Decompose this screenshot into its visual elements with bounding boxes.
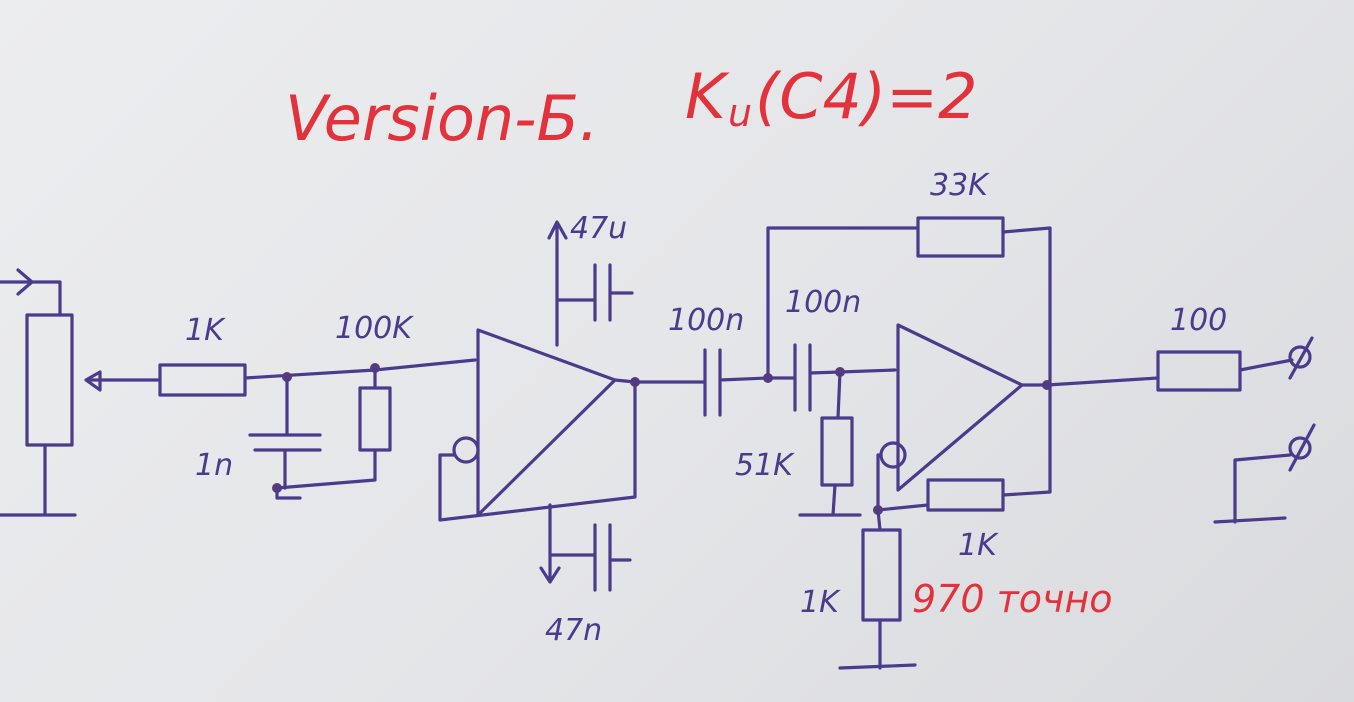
- opamp-2: [896, 323, 1024, 492]
- label-r-filter: 100K: [335, 311, 414, 346]
- resistor-input: [158, 363, 247, 397]
- resistor-filter: [358, 386, 392, 452]
- title: Version-Б. K u (C4)=2: [285, 60, 978, 155]
- resistor-feedback: [916, 216, 1005, 258]
- label-r-divider-top: 1K: [958, 528, 999, 563]
- title-gain-subscript: u: [728, 91, 752, 135]
- output-terminal: [1288, 345, 1312, 369]
- label-c-coupling1: 100n: [668, 303, 744, 338]
- resistor-output: [1156, 350, 1242, 392]
- note-exact-value: 970 точно: [912, 577, 1113, 621]
- label-c-supply-top: 47u: [570, 211, 627, 246]
- label-r-feedback: 33K: [930, 168, 990, 203]
- label-c-coupling2: 100n: [785, 285, 861, 320]
- opamp-1: [476, 328, 617, 517]
- title-gain-symbol: K: [685, 60, 730, 133]
- label-c-filter: 1n: [195, 448, 233, 483]
- resistor-divider-bottom: [861, 528, 902, 622]
- resistor-divider-top: [926, 478, 1005, 512]
- label-r-input: 1K: [185, 313, 226, 348]
- title-version: Version-Б.: [285, 82, 599, 155]
- label-c-supply-bottom: 47n: [545, 613, 602, 648]
- label-r-divider-bottom: 1K: [800, 585, 841, 620]
- ground-terminal: [1288, 436, 1312, 460]
- title-gain-expr: (C4)=2: [755, 60, 978, 133]
- label-r-bias: 51K: [735, 448, 795, 483]
- potentiometer: [0, 268, 102, 517]
- label-r-output: 100: [1170, 303, 1227, 338]
- resistor-bias: [820, 416, 854, 487]
